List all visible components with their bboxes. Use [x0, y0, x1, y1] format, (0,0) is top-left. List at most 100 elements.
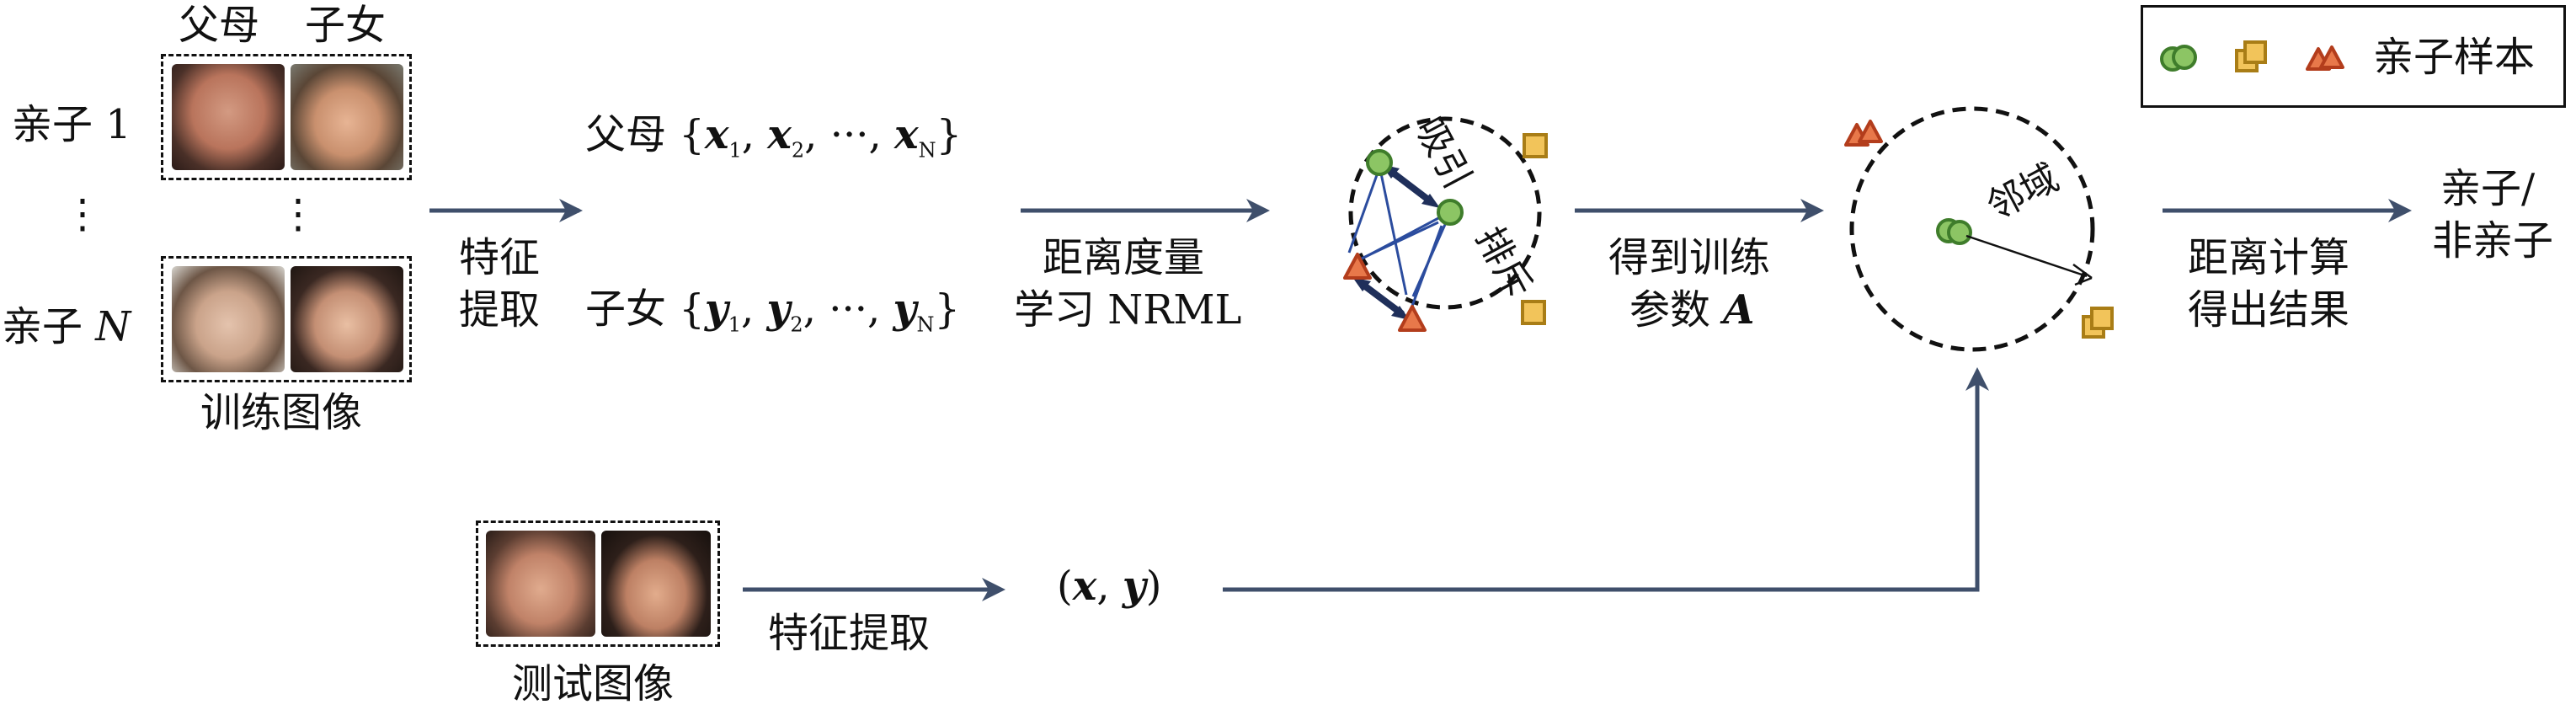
green-sample-2	[1437, 199, 1464, 226]
training-header-parent: 父母	[179, 2, 260, 49]
training-vertical-dots-left: ⋮	[62, 190, 103, 238]
parent-xn-var: x	[894, 111, 919, 158]
pair-x: x	[1072, 563, 1097, 610]
training-params-label-2: 参数 A	[1629, 290, 1755, 330]
child-ellipsis: ···	[829, 286, 868, 333]
pair-open: (	[1057, 563, 1073, 610]
training-pair-n-frame	[161, 256, 412, 382]
child-y2-var: y	[766, 286, 791, 333]
repel-arrow	[1357, 280, 1405, 317]
pair-y: y	[1122, 563, 1146, 610]
training-param-a: A	[1723, 286, 1755, 334]
green-sample-1	[1366, 149, 1393, 176]
training-row-n-label: 亲子 N	[2, 307, 131, 347]
neighborhood-green-b	[1947, 220, 1972, 245]
neighborhood-circle	[1849, 106, 2095, 352]
training-vertical-dots-middle: ⋮	[278, 190, 318, 238]
legend-yellow-b	[2243, 40, 2267, 64]
feature-extraction-label-1: 特征	[459, 234, 541, 281]
training-row-n-text: 亲子	[2, 303, 83, 350]
legend-box	[2141, 5, 2566, 108]
child-y1-var: y	[704, 286, 728, 333]
attract-arrow	[1386, 167, 1435, 206]
test-feature-extraction-label: 特征提取	[768, 610, 931, 657]
training-row-n-var: N	[95, 303, 131, 350]
child-yn-sub: N	[916, 312, 935, 337]
test-parent-face	[486, 531, 595, 637]
training-parent-face-n	[172, 266, 285, 372]
distance-calc-label-1: 距离计算	[2188, 234, 2350, 281]
child-feature-set: 子女 {y1, y2, ···, yN}	[585, 289, 960, 335]
attract-arrowhead-b	[1421, 194, 1440, 208]
red-sample-1	[1343, 253, 1372, 280]
test-images-caption: 测试图像	[512, 660, 675, 707]
parent-set-close: }	[936, 111, 963, 158]
parent-sep-1: ,	[741, 111, 755, 158]
child-yn-var: y	[893, 286, 917, 333]
radius-arrow	[1965, 234, 2088, 278]
parent-x1-var: x	[704, 111, 729, 158]
parent-set-label: 父母	[585, 111, 667, 158]
parent-x2-var: x	[767, 111, 792, 158]
metric-learning-label-2: 学习 NRML	[1014, 286, 1242, 334]
inner-arrow-green1-to-red2	[1379, 173, 1408, 296]
child-sep-2: ,	[803, 286, 816, 333]
parent-sep-3: ,	[868, 111, 882, 158]
training-params-text: 参数	[1629, 286, 1711, 334]
metric-learning-circle	[1348, 116, 1542, 310]
test-feature-pair: (x, y)	[1057, 566, 1162, 606]
parent-x1-sub: 1	[728, 138, 742, 163]
inner-arrow-red-to-green2	[1352, 221, 1439, 264]
legend-green-b	[2172, 45, 2197, 70]
metric-learning-label-1: 距离度量	[1043, 234, 1205, 281]
red-sample-2	[1398, 305, 1427, 332]
child-set-open: {	[679, 286, 705, 333]
training-child-face-1	[291, 64, 403, 170]
arrowhead-3	[1800, 199, 1824, 222]
arrowhead-2	[1246, 199, 1270, 222]
distance-calc-label-2: 得出结果	[2188, 286, 2350, 334]
neighborhood-label: 邻域	[1980, 156, 2066, 228]
arrowhead-1	[559, 199, 583, 222]
result-label-2: 非亲子	[2432, 217, 2554, 264]
parent-x2-sub: 2	[791, 138, 805, 163]
child-set-label: 子女	[585, 286, 667, 333]
child-y1-sub: 1	[728, 312, 741, 337]
legend-red-b	[2319, 45, 2344, 69]
inner-arrow-green1-to-red	[1347, 172, 1379, 254]
repel-arrowhead-a	[1352, 277, 1371, 291]
training-images-caption: 训练图像	[200, 389, 363, 436]
pair-sep: ,	[1096, 563, 1110, 610]
test-pair-frame	[476, 520, 720, 647]
yellow-sample-2	[1521, 300, 1546, 325]
arrowhead-5	[982, 578, 1005, 601]
arrowhead-4	[2388, 199, 2412, 222]
repel-label: 排斥	[1467, 220, 1539, 306]
legend-label: 亲子样本	[2373, 34, 2536, 81]
parent-xn-sub: N	[918, 138, 936, 163]
child-set-close: }	[934, 286, 960, 333]
child-sep-3: ,	[867, 286, 881, 333]
parent-sep-2: ,	[804, 111, 818, 158]
radius-arrowhead	[2072, 263, 2093, 286]
training-parent-face-1	[172, 64, 285, 170]
test-child-face	[601, 531, 711, 637]
training-header-child: 子女	[305, 2, 387, 49]
training-pair-1-frame	[161, 54, 412, 180]
inner-arrow-red2-to-green2	[1410, 225, 1443, 309]
outside-yellow-b	[2090, 307, 2114, 330]
child-y2-sub: 2	[790, 312, 803, 337]
outside-red-b	[1858, 120, 1883, 143]
yellow-sample-1	[1523, 133, 1548, 158]
parent-feature-set: 父母 {x1, x2, ···, xN}	[585, 115, 962, 161]
result-label-1: 亲子/	[2440, 165, 2536, 212]
training-row-1-label: 亲子 1	[12, 101, 131, 148]
pair-close: )	[1145, 563, 1162, 610]
parent-ellipsis: ···	[829, 111, 869, 158]
arrow-pair-to-neighborhood	[1223, 383, 1980, 592]
training-params-label-1: 得到训练	[1608, 234, 1771, 281]
training-child-face-n	[291, 266, 403, 372]
feature-extraction-label-2: 提取	[459, 286, 541, 334]
parent-set-open: {	[679, 111, 705, 158]
